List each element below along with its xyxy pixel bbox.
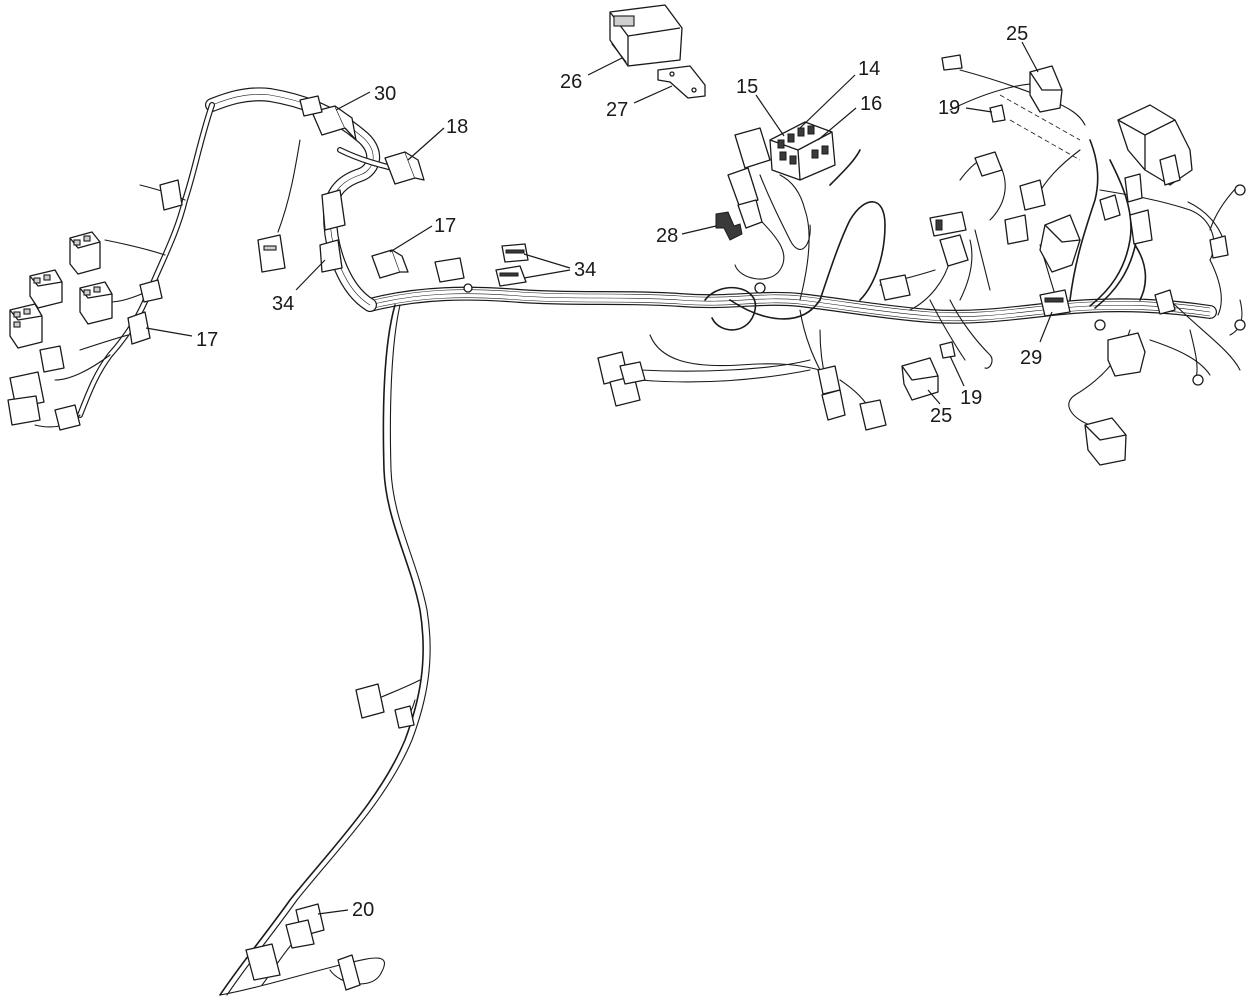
callout-17-upper: 17 (434, 215, 456, 237)
leader-14 (799, 74, 856, 129)
callout-18: 18 (446, 116, 468, 138)
main-harness-trunk (34, 87, 1217, 996)
callout-20: 20 (352, 899, 374, 921)
callout-27: 27 (606, 99, 628, 121)
mid-harness-branches (639, 149, 993, 411)
cover-25-top (1029, 65, 1063, 113)
down-cable-connectors (245, 683, 415, 991)
callout-15: 15 (736, 76, 758, 98)
callout-labels: 26 27 15 14 16 28 30 18 17 34 34 17 25 1… (196, 23, 1042, 921)
leader-28 (681, 225, 717, 235)
left-connectors (7, 179, 183, 431)
harness-parts (7, 4, 1246, 991)
leader-27 (633, 85, 673, 104)
callout-25-top: 25 (1006, 23, 1028, 45)
callout-25-lower: 25 (930, 405, 952, 427)
leader-17-left (145, 327, 193, 337)
leader-15 (755, 94, 785, 137)
leader-26 (587, 57, 623, 76)
leader-34-right-a (523, 253, 571, 269)
mid-lower-connectors (597, 282, 887, 431)
callout-19-top: 19 (938, 97, 960, 119)
callout-29: 29 (1020, 347, 1042, 369)
leader-20 (317, 909, 349, 915)
fuse-relay-block (734, 121, 836, 181)
left-relays (9, 231, 113, 349)
leader-30 (335, 91, 371, 111)
connector-left-upper (257, 189, 346, 273)
callout-28: 28 (656, 225, 678, 247)
clip-28 (715, 211, 743, 241)
connector-trunk-left (434, 257, 473, 293)
connector-19-top (941, 54, 1006, 123)
bracket-27 (657, 65, 706, 99)
leader-19-top (965, 107, 993, 113)
right-top-module (1117, 104, 1193, 186)
inline-connector-mid (727, 167, 763, 229)
right-lower-connectors (1084, 184, 1246, 466)
cover-25-lower (901, 341, 956, 401)
relay-box-cover-26 (609, 4, 683, 67)
leader-25-lower (927, 389, 941, 405)
callout-14: 14 (858, 58, 880, 80)
connector-30 (299, 95, 357, 141)
right-harness-branches (949, 69, 1243, 426)
callout-16: 16 (860, 93, 882, 115)
leader-17-upper (389, 225, 433, 253)
connector-18 (384, 151, 425, 185)
callout-34-right: 34 (574, 259, 596, 281)
leader-34-left (295, 259, 326, 291)
callout-34-left: 34 (272, 293, 294, 315)
leader-34-right-b (523, 269, 571, 279)
leader-29 (1039, 311, 1053, 343)
right-mid-connectors (879, 151, 1153, 317)
callout-26: 26 (560, 71, 582, 93)
leader-16 (817, 107, 857, 141)
connector-34-left (319, 239, 343, 273)
leader-lines (145, 41, 1053, 915)
leader-25-top (1021, 41, 1039, 73)
connector-17-upper (371, 249, 409, 279)
leader-19-lower (949, 355, 965, 387)
callout-17-left: 17 (196, 329, 218, 351)
leader-18 (407, 127, 445, 161)
connector-34-loose (495, 243, 529, 287)
callout-30: 30 (374, 83, 396, 105)
callout-19-lower: 19 (960, 387, 982, 409)
